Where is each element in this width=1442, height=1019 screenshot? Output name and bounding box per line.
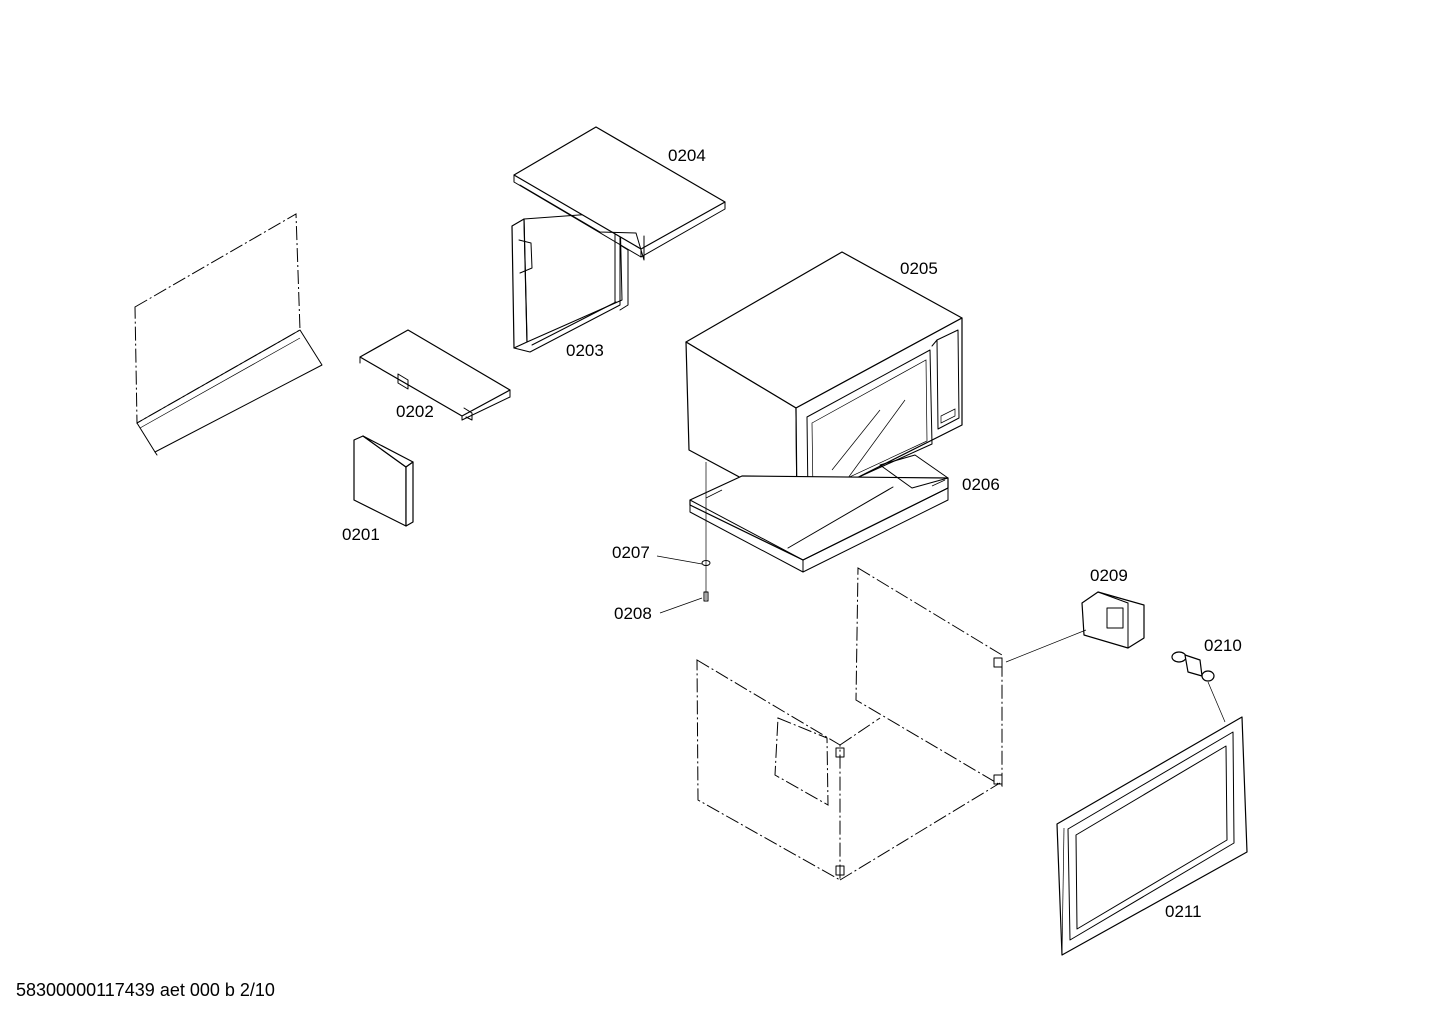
part-0204-drawing [513, 126, 726, 261]
label-0207: 0207 [612, 543, 650, 562]
label-0203: 0203 [566, 341, 604, 360]
part-0202-drawing [359, 329, 511, 421]
cabinet-panels-drawing [696, 567, 1003, 881]
label-0208: 0208 [614, 604, 652, 623]
document-reference-footer: 58300000117439 aet 000 b 2/10 [16, 980, 275, 1000]
label-0202: 0202 [396, 402, 434, 421]
back-panel-drawing [134, 213, 323, 456]
label-0206: 0206 [962, 475, 1000, 494]
leader-lines [656, 555, 703, 614]
part-0206-drawing [689, 454, 949, 573]
label-0211: 0211 [1165, 902, 1202, 921]
part-0205-drawing [685, 251, 963, 509]
part-0211-drawing [1056, 716, 1248, 956]
part-0201-drawing [353, 435, 414, 527]
label-0209: 0209 [1090, 566, 1128, 585]
label-0201: 0201 [342, 525, 380, 544]
label-0205: 0205 [900, 259, 938, 278]
label-0204: 0204 [668, 146, 706, 165]
part-0209-drawing [1005, 591, 1145, 663]
part-0210-drawing [1171, 651, 1226, 723]
part-0203-drawing [511, 211, 629, 353]
label-0210: 0210 [1204, 636, 1242, 655]
part-0207-0208-drawing [701, 462, 711, 602]
